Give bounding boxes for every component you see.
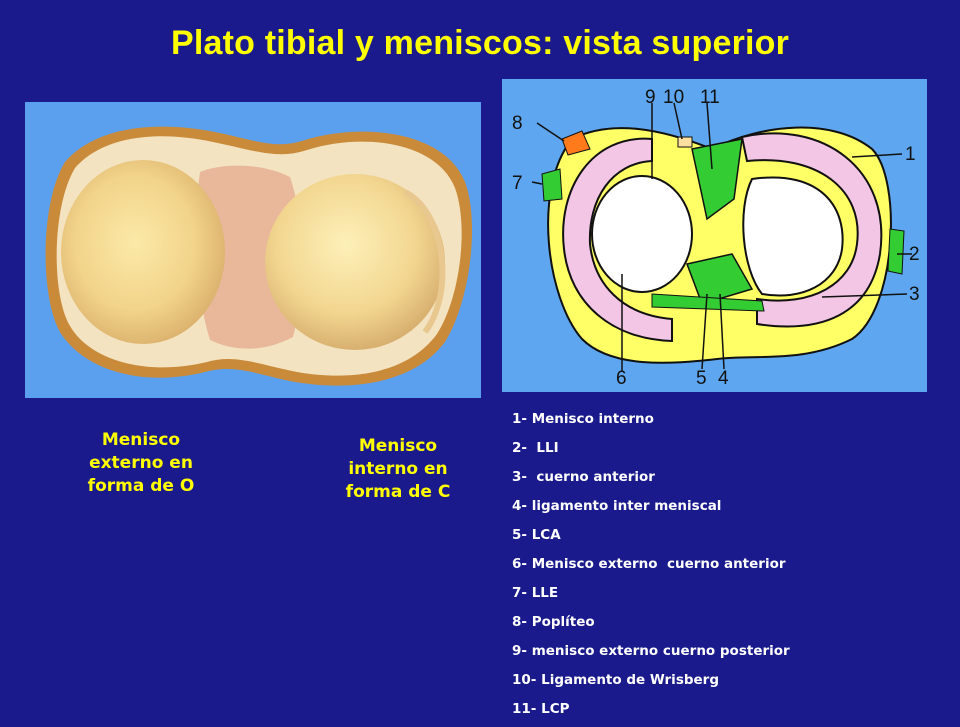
tibial-plateau-photo xyxy=(25,102,481,398)
legend-item: 7- LLE xyxy=(512,585,559,601)
diagram-label-4: 4 xyxy=(718,368,729,389)
diagram-label-10: 10 xyxy=(663,87,684,108)
legend-item: 9- menisco externo cuerno posterior xyxy=(512,643,790,659)
lateral-meniscus xyxy=(562,137,673,343)
diagram-label-6: 6 xyxy=(616,368,627,389)
legend-item: 4- ligamento inter meniscal xyxy=(512,498,722,514)
diagram-label-5: 5 xyxy=(696,368,707,389)
acl-ligament xyxy=(685,253,754,305)
legend-item: 11- LCP xyxy=(512,701,570,717)
meniscus-diagram: 1 2 3 4 5 6 7 8 9 10 11 xyxy=(502,79,927,392)
caption-medial-meniscus: Menisco interno en forma de C xyxy=(315,435,481,504)
legend-list: 1- Menisco interno 2- LLI 3- cuerno ante… xyxy=(512,408,790,727)
diagram-label-8: 8 xyxy=(512,113,523,134)
slide-title: Plato tibial y meniscos: vista superior xyxy=(170,24,790,62)
caption-line: Menisco xyxy=(358,436,438,456)
caption-line: Menisco xyxy=(101,430,181,450)
medial-meniscus xyxy=(740,132,883,328)
diagram-label-7: 7 xyxy=(512,173,523,194)
legend-item: 8- Poplíteo xyxy=(512,614,595,630)
legend-item: 2- LLI xyxy=(512,440,559,456)
diagram-label-3: 3 xyxy=(909,284,920,305)
pcl-ligament xyxy=(691,138,743,221)
caption-lateral-meniscus: Menisco externo en forma de O xyxy=(58,429,224,498)
caption-line: forma de O xyxy=(87,476,195,496)
legend-item: 10- Ligamento de Wrisberg xyxy=(512,672,719,688)
diagram-label-11: 11 xyxy=(700,87,720,108)
legend-item: 5- LCA xyxy=(512,527,561,543)
legend-item: 1- Menisco interno xyxy=(512,411,654,427)
diagram-label-9: 9 xyxy=(645,87,656,108)
caption-line: externo en xyxy=(89,453,193,473)
diagram-label-1: 1 xyxy=(905,144,916,165)
diagram-label-2: 2 xyxy=(909,244,920,265)
caption-line: interno en xyxy=(348,459,448,479)
legend-item: 6- Menisco externo cuerno anterior xyxy=(512,556,786,572)
caption-line: forma de C xyxy=(345,482,451,502)
legend-item: 3- cuerno anterior xyxy=(512,469,655,485)
